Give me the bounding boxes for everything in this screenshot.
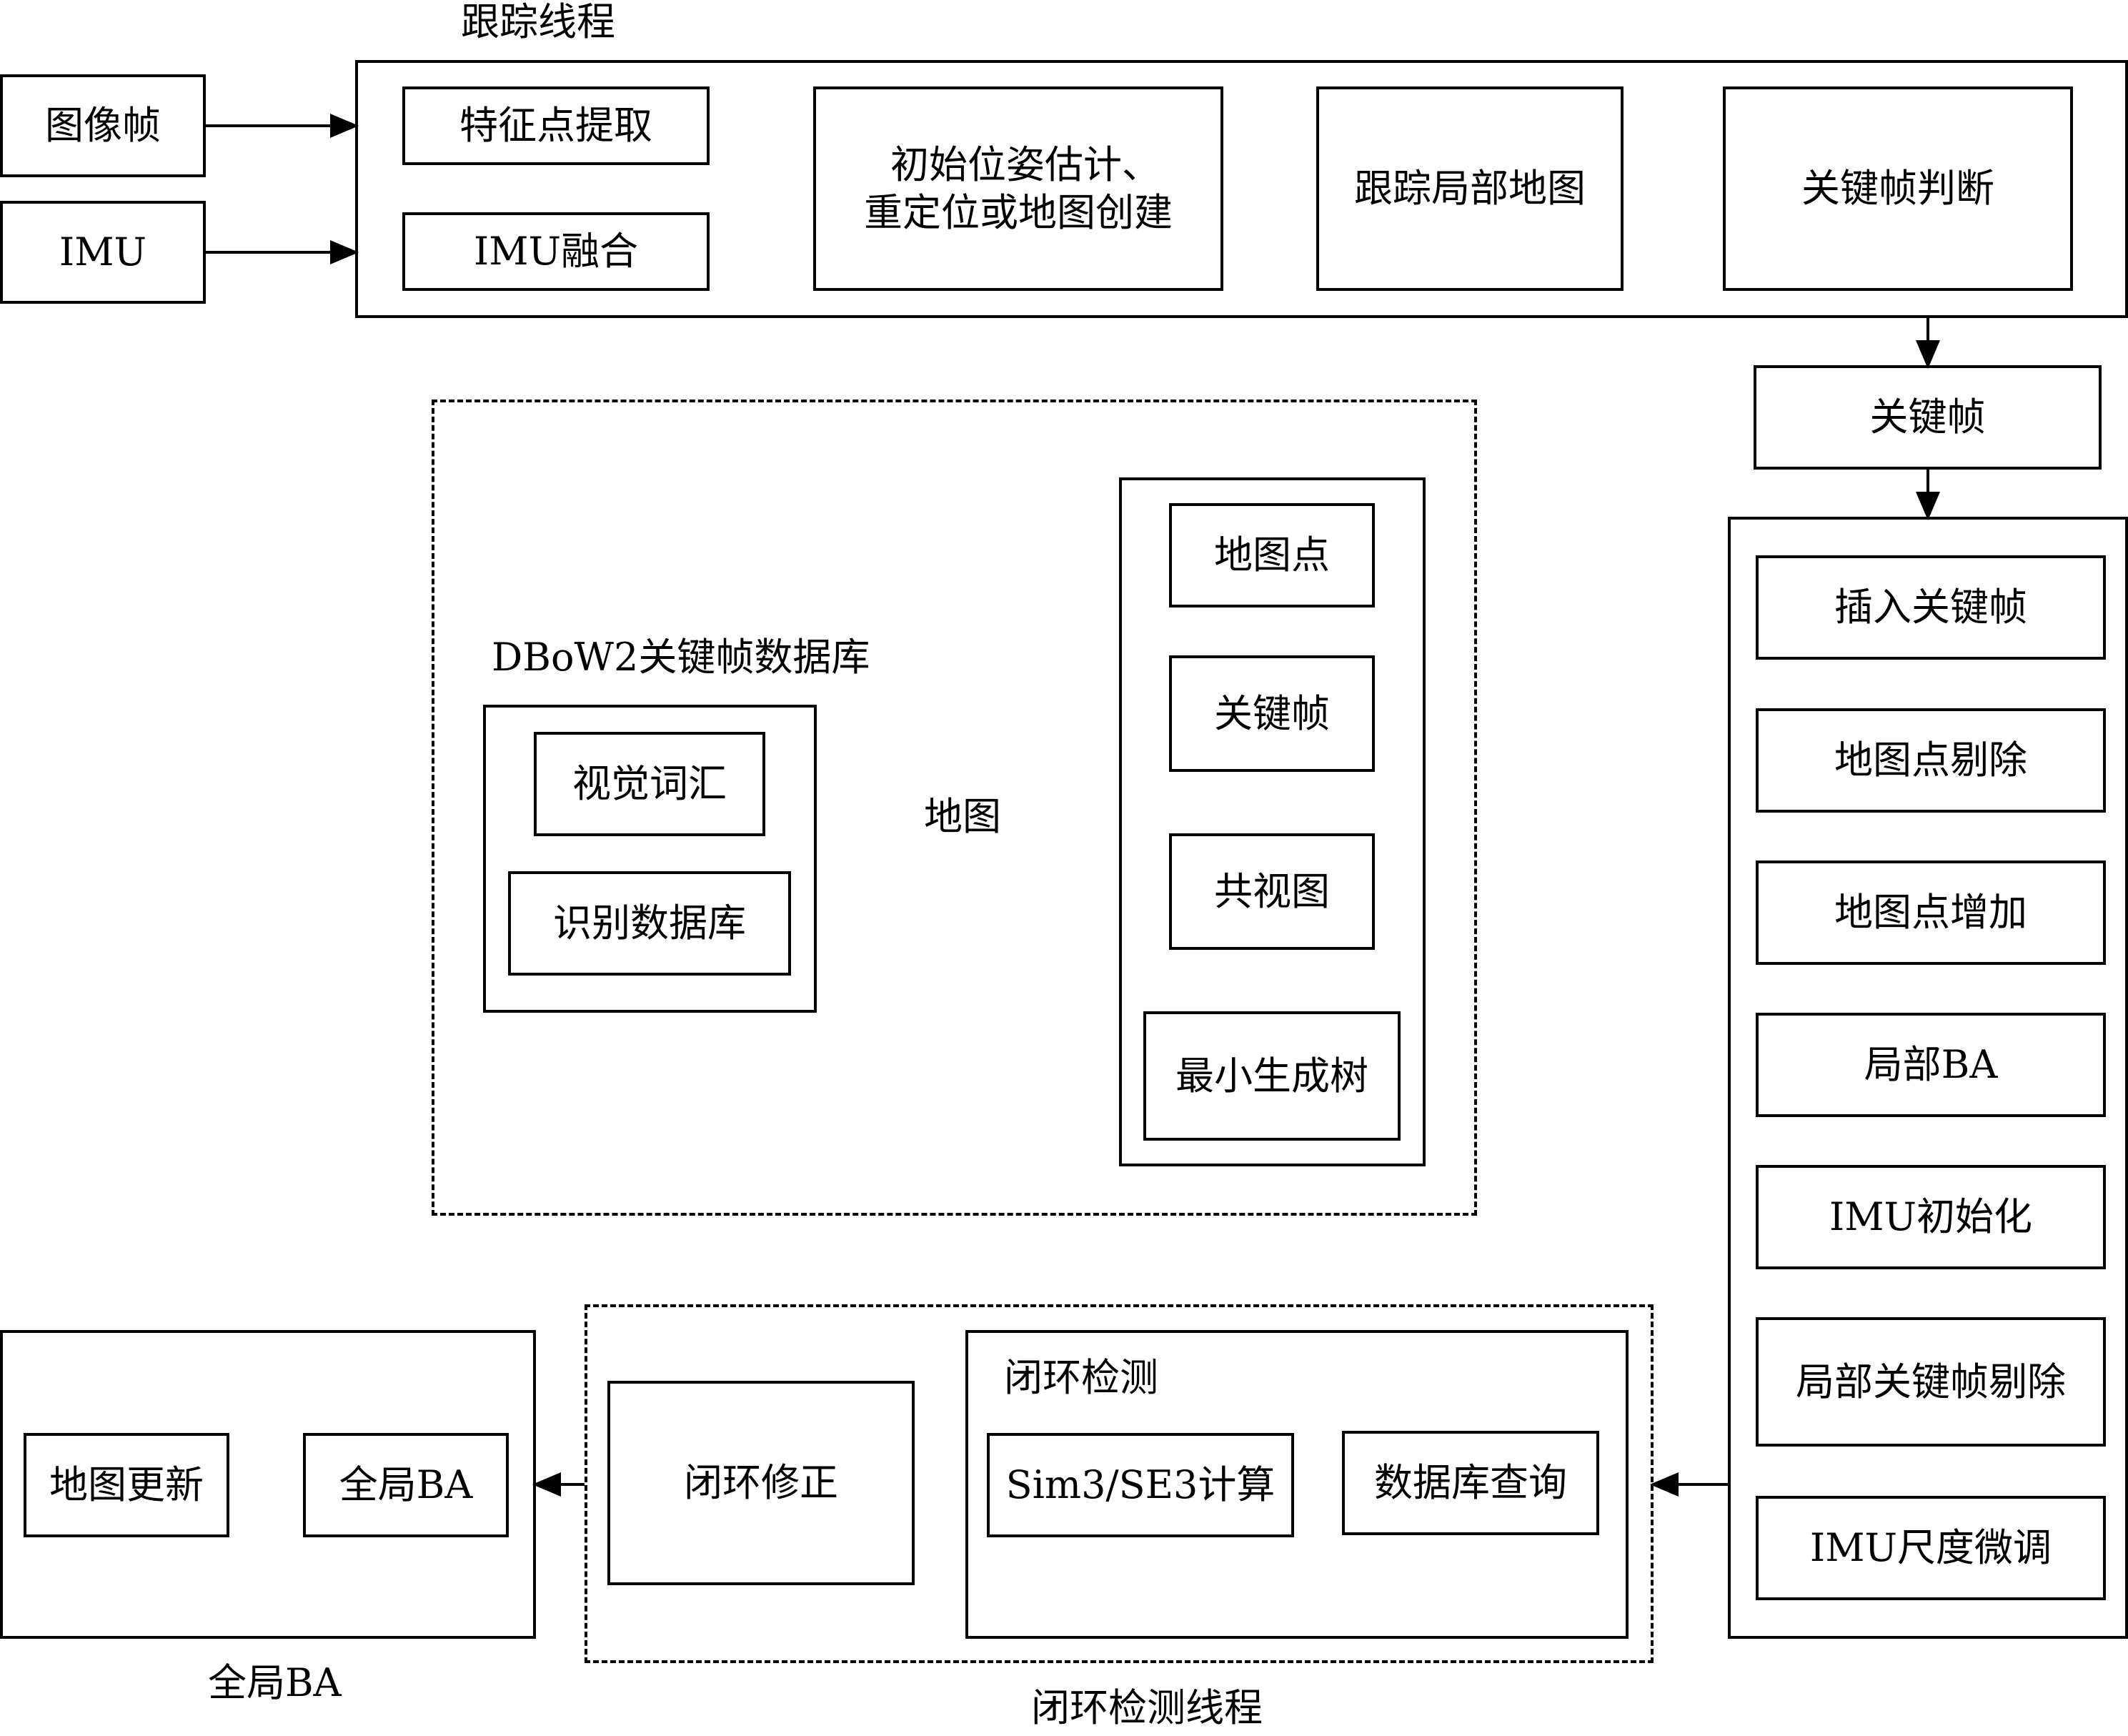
track-local-map-box: 跟踪局部地图 <box>1316 86 1624 291</box>
track-local-map-label: 跟踪局部地图 <box>1354 166 1586 212</box>
arrow-image-to-tracking-head <box>330 113 359 139</box>
imu-fusion-box: IMU融合 <box>402 212 710 291</box>
map-keyframes-label: 关键帧 <box>1214 690 1330 736</box>
map-point-culling-label: 地图点剔除 <box>1834 738 2027 783</box>
map-point-creation-box: 地图点增加 <box>1756 860 2106 965</box>
imu-scale-refine-label: IMU尺度微调 <box>1809 1525 2052 1571</box>
map-point-culling-box: 地图点剔除 <box>1756 708 2106 813</box>
visual-vocabulary-label: 视觉词汇 <box>572 761 727 807</box>
global-ba-label: 全局BA <box>208 1660 342 1705</box>
imu-scale-refine-box: IMU尺度微调 <box>1756 1496 2106 1600</box>
database-title: DBoW2关键帧数据库 <box>492 635 870 680</box>
loop-closing-thread-label: 闭环检测线程 <box>1031 1685 1263 1730</box>
map-update-label: 地图更新 <box>49 1462 204 1508</box>
loop-correction-box: 闭环修正 <box>607 1381 915 1585</box>
arrow-mapping-to-loop-head <box>1649 1472 1679 1497</box>
covisibility-graph-box: 共视图 <box>1169 833 1375 950</box>
feature-extraction-label: 特征点提取 <box>459 103 652 149</box>
arrow-tracking-to-keyframe-head <box>1915 340 1941 369</box>
imu-init-box: IMU初始化 <box>1756 1165 2106 1269</box>
tracking-thread-frame <box>355 60 2128 318</box>
covisibility-graph-label: 共视图 <box>1214 868 1330 914</box>
feature-extraction-box: 特征点提取 <box>402 86 710 165</box>
keyframe-box: 关键帧 <box>1754 365 2102 470</box>
sim3-compute-label: Sim3/SE3计算 <box>1005 1462 1276 1508</box>
db-query-label: 数据库查询 <box>1374 1460 1567 1506</box>
map-label: 地图 <box>924 794 1001 839</box>
database-frame <box>483 705 817 1013</box>
imu-input-box: IMU <box>0 201 206 304</box>
arrow-keyframe-to-mapping-head <box>1915 492 1941 521</box>
spanning-tree-label: 最小生成树 <box>1175 1053 1368 1098</box>
keyframe-decision-label: 关键帧判断 <box>1801 166 1994 212</box>
insert-keyframe-label: 插入关键帧 <box>1834 585 2027 630</box>
global-ba-box: 全局BA <box>303 1433 509 1537</box>
map-point-creation-label: 地图点增加 <box>1834 890 2027 936</box>
global-ba-box-label: 全局BA <box>339 1462 473 1508</box>
map-frame <box>1119 477 1426 1166</box>
init-pose-label-line1: 初始位姿估计、 <box>890 142 1160 187</box>
image-frame-box: 图像帧 <box>0 74 206 177</box>
map-points-box: 地图点 <box>1169 503 1375 607</box>
recognition-db-label: 识别数据库 <box>553 901 746 946</box>
insert-keyframe-box: 插入关键帧 <box>1756 555 2106 660</box>
spanning-tree-box: 最小生成树 <box>1143 1011 1401 1141</box>
recognition-db-box: 识别数据库 <box>508 871 791 976</box>
db-query-box: 数据库查询 <box>1342 1431 1599 1535</box>
keyframe-decision-box: 关键帧判断 <box>1723 86 2073 291</box>
local-ba-box: 局部BA <box>1756 1013 2106 1117</box>
loop-detection-frame <box>965 1330 1629 1639</box>
init-pose-label-line2: 重定位或地图创建 <box>864 190 1173 235</box>
arrow-imu-to-tracking-head <box>330 239 359 265</box>
keyframe-culling-label: 局部关键帧剔除 <box>1796 1359 2066 1404</box>
keyframe-label: 关键帧 <box>1869 395 1986 440</box>
imu-init-label: IMU初始化 <box>1829 1194 2033 1240</box>
init-pose-box: 初始位姿估计、 重定位或地图创建 <box>813 86 1223 291</box>
imu-input-label: IMU <box>59 229 147 275</box>
visual-vocabulary-box: 视觉词汇 <box>534 732 765 836</box>
sim3-compute-box: Sim3/SE3计算 <box>987 1433 1294 1537</box>
tracking-thread-title: 跟踪线程 <box>461 0 615 44</box>
loop-correction-label: 闭环修正 <box>684 1460 838 1506</box>
keyframe-culling-box: 局部关键帧剔除 <box>1756 1317 2106 1447</box>
map-region-frame <box>432 400 1477 1216</box>
map-keyframes-box: 关键帧 <box>1169 655 1375 772</box>
loop-detection-title: 闭环检测 <box>1004 1355 1158 1400</box>
image-frame-label: 图像帧 <box>45 103 161 149</box>
arrow-loop-to-global-ba-head <box>532 1472 561 1497</box>
local-ba-label: 局部BA <box>1864 1042 1998 1088</box>
imu-fusion-label: IMU融合 <box>473 229 639 274</box>
map-points-label: 地图点 <box>1214 532 1330 578</box>
map-update-box: 地图更新 <box>24 1433 229 1537</box>
